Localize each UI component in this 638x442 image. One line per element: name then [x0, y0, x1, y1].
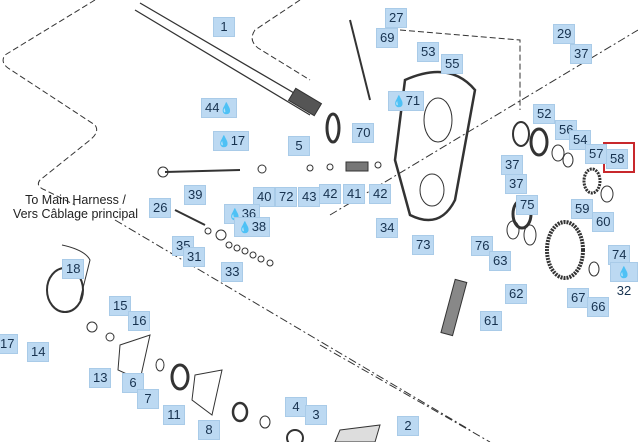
- callout-11[interactable]: 11: [163, 405, 185, 425]
- callout-38-number: 38: [251, 219, 267, 234]
- callout-52[interactable]: 52: [533, 104, 556, 124]
- callout-4[interactable]: 4: [285, 397, 307, 417]
- callout-8[interactable]: 8: [198, 420, 220, 440]
- oil-drop-icon: 💧: [392, 96, 406, 108]
- callout-37b[interactable]: 37: [501, 155, 524, 175]
- callout-69[interactable]: 69: [376, 28, 399, 48]
- callout-44-number: 44: [205, 100, 220, 115]
- callout-26[interactable]: 26: [149, 198, 172, 218]
- callout-42b[interactable]: 42: [369, 184, 392, 204]
- callout-16[interactable]: 16: [128, 311, 151, 331]
- callout-55[interactable]: 55: [441, 54, 464, 74]
- callout-70[interactable]: 70: [352, 123, 375, 143]
- harness-note-en: To Main Harness /: [25, 193, 126, 207]
- callout-72[interactable]: 72: [275, 187, 298, 207]
- callout-59[interactable]: 59: [571, 199, 594, 219]
- callout-71-number: 71: [405, 93, 421, 108]
- callout-17-lower[interactable]: 17: [0, 334, 19, 354]
- oil-drop-icon: 💧: [219, 103, 234, 115]
- callout-17-upper[interactable]: 💧17: [213, 131, 250, 151]
- callout-63[interactable]: 63: [489, 251, 512, 271]
- callout-61[interactable]: 61: [480, 311, 503, 331]
- callout-60[interactable]: 60: [592, 212, 615, 232]
- chaincase-housing: [393, 70, 477, 222]
- callout-5[interactable]: 5: [288, 136, 310, 156]
- callout-75[interactable]: 75: [516, 195, 539, 215]
- chain-61: [440, 278, 468, 337]
- callout-37c[interactable]: 37: [505, 174, 528, 194]
- callout-40[interactable]: 40: [253, 187, 276, 207]
- callout-18[interactable]: 18: [62, 259, 85, 279]
- callout-38[interactable]: 💧38: [234, 217, 271, 237]
- callout-6[interactable]: 6: [122, 373, 144, 393]
- assembly-boundary: [2, 0, 98, 206]
- callout-39[interactable]: 39: [184, 185, 207, 205]
- oil-drop-icon: 💧: [238, 222, 252, 234]
- callout-32-number: 32: [616, 283, 632, 298]
- callout-7[interactable]: 7: [137, 389, 159, 409]
- callout-73[interactable]: 73: [412, 235, 435, 255]
- callout-17-number: 17: [230, 133, 246, 148]
- callout-53[interactable]: 53: [417, 42, 440, 62]
- callout-54[interactable]: 54: [569, 130, 592, 150]
- callout-2[interactable]: 2: [397, 416, 419, 436]
- oil-drop-icon: 💧: [617, 267, 631, 279]
- callout-37[interactable]: 37: [570, 44, 593, 64]
- callout-32[interactable]: 💧 32: [610, 262, 638, 298]
- callout-41[interactable]: 41: [343, 184, 366, 204]
- callout-3[interactable]: 3: [305, 405, 327, 425]
- callout-31[interactable]: 31: [183, 247, 206, 267]
- callout-57[interactable]: 57: [585, 144, 608, 164]
- sprocket-62: [545, 220, 585, 280]
- callout-71[interactable]: 💧71: [388, 91, 425, 111]
- callout-62[interactable]: 62: [505, 284, 528, 304]
- callout-15[interactable]: 15: [109, 296, 132, 316]
- callout-1[interactable]: 1: [213, 17, 235, 37]
- callout-76[interactable]: 76: [471, 236, 494, 256]
- callout-34[interactable]: 34: [376, 218, 399, 238]
- callout-14[interactable]: 14: [27, 342, 50, 362]
- callout-58[interactable]: 58: [606, 149, 629, 169]
- callout-44[interactable]: 44💧: [201, 98, 238, 118]
- callout-13[interactable]: 13: [89, 368, 112, 388]
- callout-29[interactable]: 29: [553, 24, 576, 44]
- harness-note-fr: Vers Câblage principal: [12, 207, 139, 221]
- harness-note: To Main Harness / Vers Câblage principal: [8, 193, 143, 221]
- callout-43[interactable]: 43: [298, 187, 321, 207]
- callout-27[interactable]: 27: [385, 8, 408, 28]
- callout-33[interactable]: 33: [221, 262, 244, 282]
- callout-42[interactable]: 42: [319, 184, 342, 204]
- callout-66[interactable]: 66: [587, 297, 610, 317]
- oil-drop-icon: 💧: [217, 136, 231, 148]
